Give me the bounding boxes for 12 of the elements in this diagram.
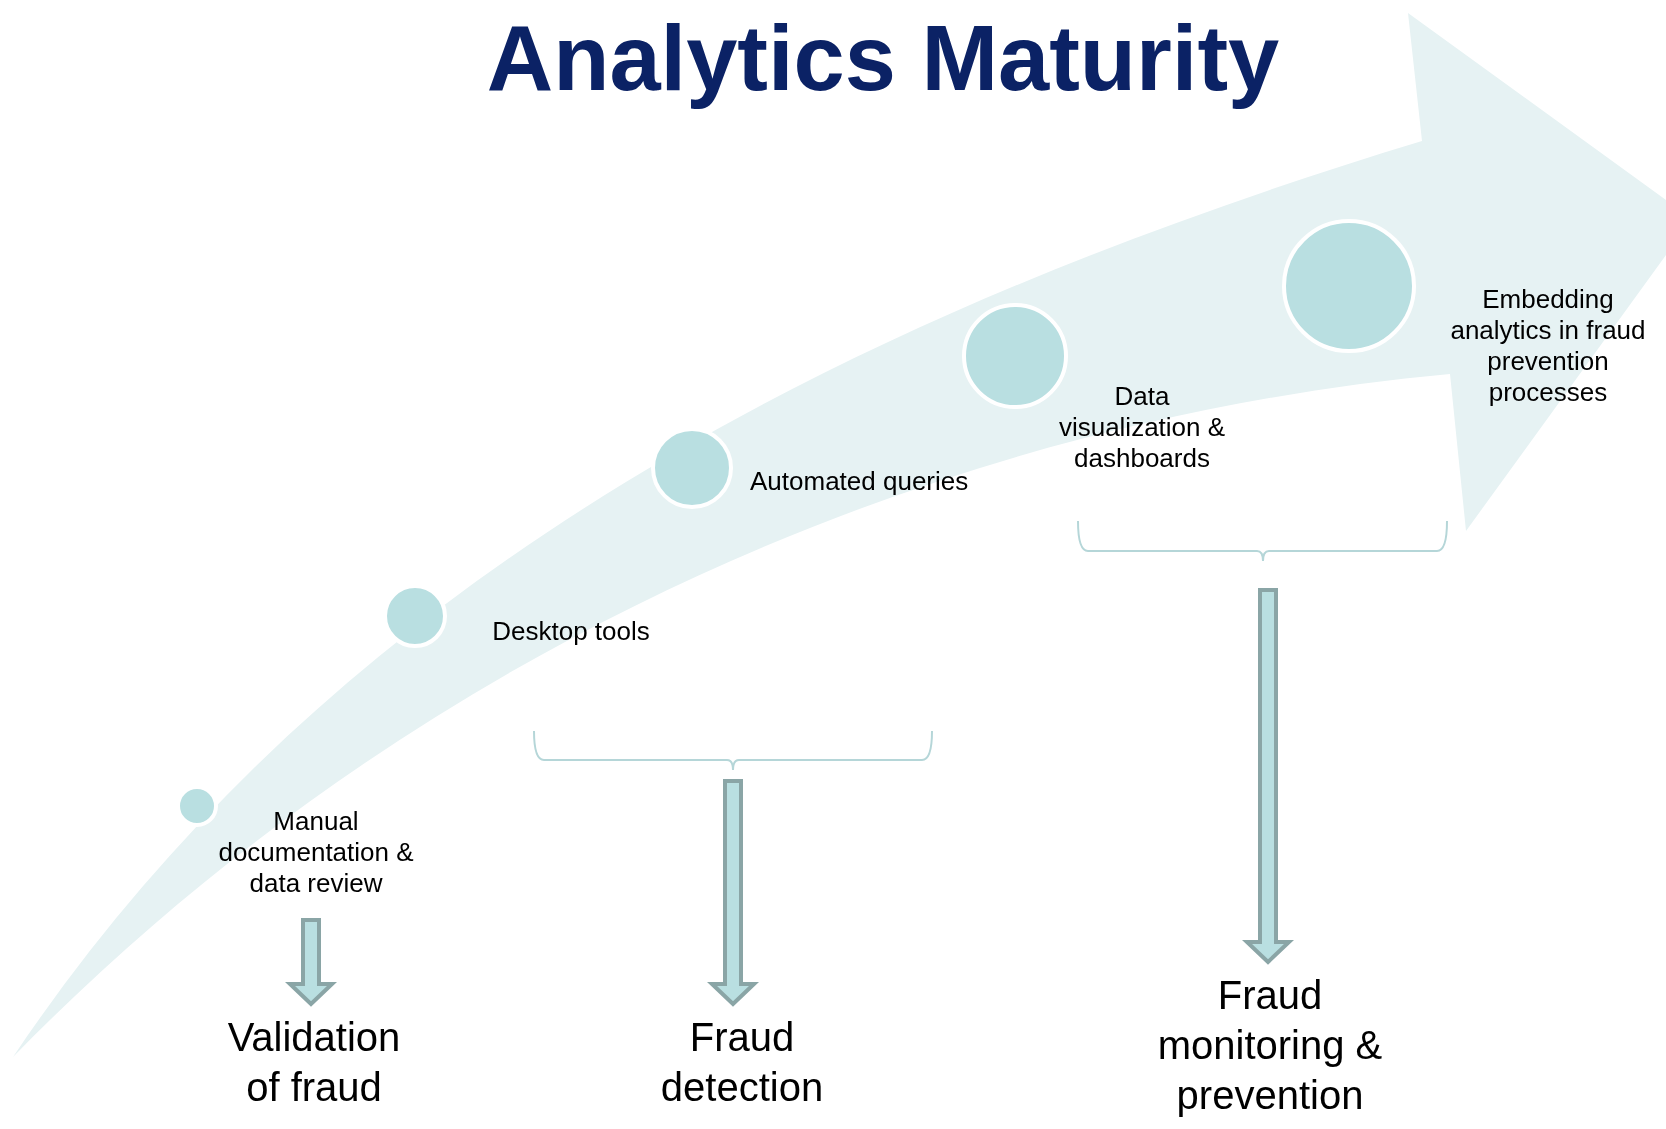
stage-label: Manual documentation & data review	[217, 806, 415, 899]
outcome-label: Fraud monitoring & prevention	[1120, 970, 1420, 1120]
stage-label: Embedding analytics in fraud prevention processes	[1449, 284, 1647, 408]
outcome-label: Fraud detection	[642, 1012, 842, 1112]
stage-label: Data visualization & dashboards	[1057, 381, 1227, 474]
stage-label: Desktop tools	[491, 616, 651, 647]
title: Analytics Maturity	[485, 8, 1281, 110]
arrow	[285, 918, 337, 1007]
arrow	[707, 779, 759, 1007]
stage-label: Automated queries	[750, 466, 970, 497]
outcome-label: Validation of fraud	[214, 1012, 414, 1112]
arrow	[1242, 588, 1294, 965]
